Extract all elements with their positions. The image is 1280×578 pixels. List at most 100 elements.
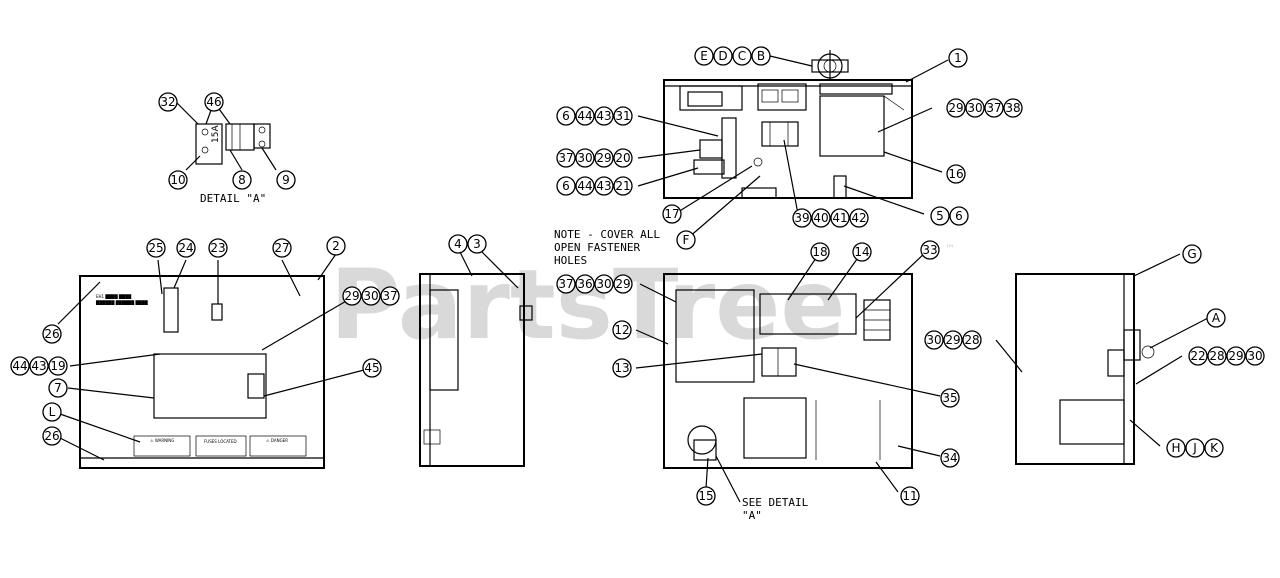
callout-41: 41	[830, 208, 850, 228]
svg-text:14: 14	[854, 245, 869, 259]
callout-37d: 37	[556, 274, 576, 294]
svg-text:26: 26	[44, 429, 59, 443]
svg-text:36: 36	[577, 277, 592, 291]
svg-text:7: 7	[54, 381, 62, 395]
callout-2: 2	[326, 236, 346, 256]
svg-text:37: 37	[558, 151, 573, 165]
svg-text:30: 30	[1247, 349, 1262, 363]
svg-text:37: 37	[986, 101, 1001, 115]
svg-text:1: 1	[954, 51, 962, 65]
svg-text:29: 29	[1228, 349, 1243, 363]
svg-text:34: 34	[942, 451, 957, 465]
callout-45: 45	[362, 358, 382, 378]
svg-text:H: H	[1171, 441, 1180, 455]
svg-text:26: 26	[44, 327, 59, 341]
callout-29e: 29	[943, 330, 963, 350]
callout-44b: 44	[575, 176, 595, 196]
callout-21: 21	[613, 176, 633, 196]
trademark-mark: ™	[945, 244, 955, 255]
svg-text:4: 4	[454, 237, 462, 251]
svg-text:23: 23	[210, 241, 225, 255]
callout-22: 22	[1188, 346, 1208, 366]
callout-12: 12	[612, 320, 632, 340]
callout-26b: 26	[42, 426, 62, 446]
callout-28b: 28	[1207, 346, 1227, 366]
callout-46: 46	[204, 92, 224, 112]
note-line-2: OPEN FASTENER	[554, 241, 640, 254]
svg-text:10: 10	[170, 173, 185, 187]
callout-43b: 43	[594, 176, 614, 196]
callout-7: 7	[48, 378, 68, 398]
callout-35: 35	[940, 388, 960, 408]
callout-5: 5	[930, 206, 950, 226]
callout-25: 25	[146, 238, 166, 258]
svg-text:45: 45	[364, 361, 379, 375]
callout-37a: 37	[556, 148, 576, 168]
svg-text:13: 13	[614, 361, 629, 375]
callout-33: 33	[920, 240, 940, 260]
svg-text:15: 15	[698, 489, 713, 503]
callout-40: 40	[811, 208, 831, 228]
callout-43c: 43	[29, 356, 49, 376]
svg-text:30: 30	[967, 101, 982, 115]
detail-a-title: DETAIL "A"	[200, 192, 266, 205]
detail-a-drawing: 15A	[175, 101, 277, 171]
callout-L: L	[42, 402, 62, 422]
svg-text:22: 22	[1190, 349, 1205, 363]
svg-text:3: 3	[473, 237, 481, 251]
svg-text:8: 8	[238, 173, 246, 187]
callout-42: 42	[849, 208, 869, 228]
callout-C: C	[732, 46, 752, 66]
callout-30a: 30	[575, 148, 595, 168]
svg-text:29: 29	[615, 277, 630, 291]
svg-text:21: 21	[615, 179, 630, 193]
svg-text:17: 17	[664, 207, 679, 221]
callout-30c: 30	[361, 286, 381, 306]
callout-29c: 29	[342, 286, 362, 306]
svg-text:30: 30	[363, 289, 378, 303]
callout-D: D	[713, 46, 733, 66]
warning-left-label: ⚠ WARNING	[150, 438, 174, 443]
svg-text:6: 6	[562, 179, 570, 193]
callout-37b: 37	[984, 98, 1004, 118]
callout-30b: 30	[965, 98, 985, 118]
svg-text:29: 29	[948, 101, 963, 115]
callout-14: 14	[852, 242, 872, 262]
callout-10: 10	[168, 170, 188, 190]
interior-view-drawing	[663, 273, 913, 469]
callout-32: 32	[158, 92, 178, 112]
callout-13: 13	[612, 358, 632, 378]
svg-text:20: 20	[615, 151, 630, 165]
callout-6a: 6	[556, 106, 576, 126]
svg-text:41: 41	[832, 211, 847, 225]
svg-text:42: 42	[851, 211, 866, 225]
warning-right-label: ⚠ DANGER	[266, 438, 288, 443]
svg-text:A: A	[1212, 311, 1221, 325]
callout-F: F	[676, 230, 696, 250]
callout-31: 31	[613, 106, 633, 126]
svg-text:43: 43	[596, 109, 611, 123]
callout-29b: 29	[946, 98, 966, 118]
callout-4: 4	[448, 234, 468, 254]
svg-text:37: 37	[558, 277, 573, 291]
callout-9: 9	[276, 170, 296, 190]
svg-text:2: 2	[332, 239, 340, 253]
callout-29d: 29	[613, 274, 633, 294]
right-view-drawing	[1015, 273, 1155, 465]
see-detail-line-2: "A"	[742, 509, 762, 522]
svg-text:44: 44	[577, 109, 592, 123]
svg-text:K: K	[1210, 441, 1219, 455]
callout-34: 34	[940, 448, 960, 468]
callout-44a: 44	[575, 106, 595, 126]
svg-text:16: 16	[948, 167, 963, 181]
svg-text:43: 43	[596, 179, 611, 193]
svg-text:38: 38	[1005, 101, 1020, 115]
svg-text:E: E	[700, 49, 708, 63]
fuses-located-label: FUSES LOCATED	[204, 439, 237, 444]
fuse-rating-label: 15A	[211, 125, 221, 143]
callout-B: B	[751, 46, 771, 66]
callout-15: 15	[696, 486, 716, 506]
callout-23: 23	[208, 238, 228, 258]
svg-text:B: B	[757, 49, 765, 63]
callout-20: 20	[613, 148, 633, 168]
